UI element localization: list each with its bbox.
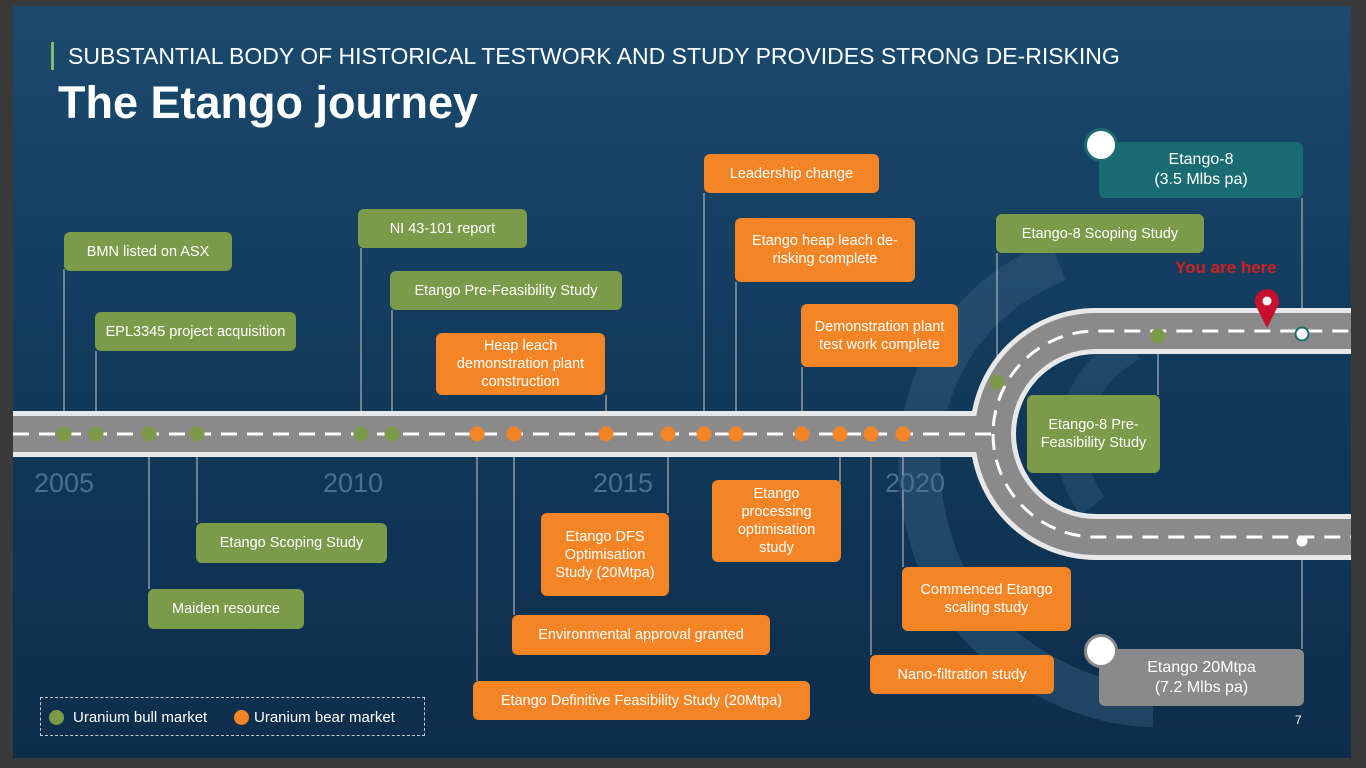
target-etango8-detail: (3.5 Mlbs pa): [1154, 171, 1248, 188]
legend-bear-marker: [234, 710, 249, 725]
milestone-etango8-scoping-study: Etango-8 Scoping Study: [996, 214, 1204, 253]
milestone-dfs-optimisation: Etango DFS Optimisation Study (20Mtpa): [541, 513, 669, 596]
milestone-heap-leach-derisking: Etango heap leach de-risking complete: [735, 218, 915, 282]
location-pin-icon: [1254, 289, 1279, 328]
slide: SUBSTANTIAL BODY OF HISTORICAL TESTWORK …: [13, 6, 1351, 758]
target-etango-20mtpa: Etango 20Mtpa (7.2 Mlbs pa): [1099, 649, 1304, 706]
target-etango8: Etango-8 (3.5 Mlbs pa): [1099, 142, 1303, 198]
legend: Uranium bull market Uranium bear market: [40, 697, 425, 736]
section-kicker: SUBSTANTIAL BODY OF HISTORICAL TESTWORK …: [51, 42, 1120, 70]
milestone-environmental-approval: Environmental approval granted: [512, 615, 770, 655]
target-etango8-name: Etango-8: [1168, 151, 1234, 168]
milestone-definitive-feasibility-study: Etango Definitive Feasibility Study (20M…: [473, 681, 810, 720]
legend-bull-label: Uranium bull market: [73, 709, 208, 726]
milestone-nano-filtration-study: Nano-filtration study: [870, 655, 1054, 694]
check-icon: [1084, 634, 1118, 668]
milestone-scoping-study: Etango Scoping Study: [196, 523, 387, 563]
year-label-2010: 2010: [323, 468, 384, 498]
milestone-maiden-resource: Maiden resource: [148, 589, 304, 629]
milestone-ni-43-101: NI 43-101 report: [358, 209, 527, 248]
milestone-pre-feasibility-study: Etango Pre-Feasibility Study: [390, 271, 622, 310]
you-are-here-label: You are here: [1175, 258, 1277, 277]
milestone-heap-leach-construction: Heap leach demonstration plant construct…: [436, 333, 605, 395]
milestone-leadership-change: Leadership change: [704, 154, 879, 193]
target-etango20-name: Etango 20Mtpa: [1147, 658, 1256, 676]
year-label-2005: 2005: [34, 468, 95, 498]
legend-bear-label: Uranium bear market: [254, 709, 395, 726]
year-label-2020: 2020: [885, 468, 946, 498]
slide-title: The Etango journey: [58, 77, 479, 128]
milestone-scaling-study: Commenced Etango scaling study: [902, 567, 1071, 631]
milestone-processing-optimisation: Etango processing optimisation study: [712, 480, 841, 562]
milestone-bmn-listed: BMN listed on ASX: [64, 232, 232, 271]
legend-bull-marker: [49, 710, 64, 725]
milestone-etango8-pfs: Etango-8 Pre-Feasibility Study: [1027, 395, 1160, 473]
page-number: 7: [1295, 713, 1302, 727]
year-label-2015: 2015: [593, 468, 654, 498]
milestone-epl3345-acquisition: EPL3345 project acquisition: [95, 312, 296, 351]
milestone-demo-testwork-complete: Demonstration plant test work complete: [801, 304, 958, 367]
timeline-road-graphic: [13, 137, 1351, 727]
check-icon: [1084, 128, 1118, 162]
target-etango20-detail: (7.2 Mlbs pa): [1154, 678, 1249, 696]
